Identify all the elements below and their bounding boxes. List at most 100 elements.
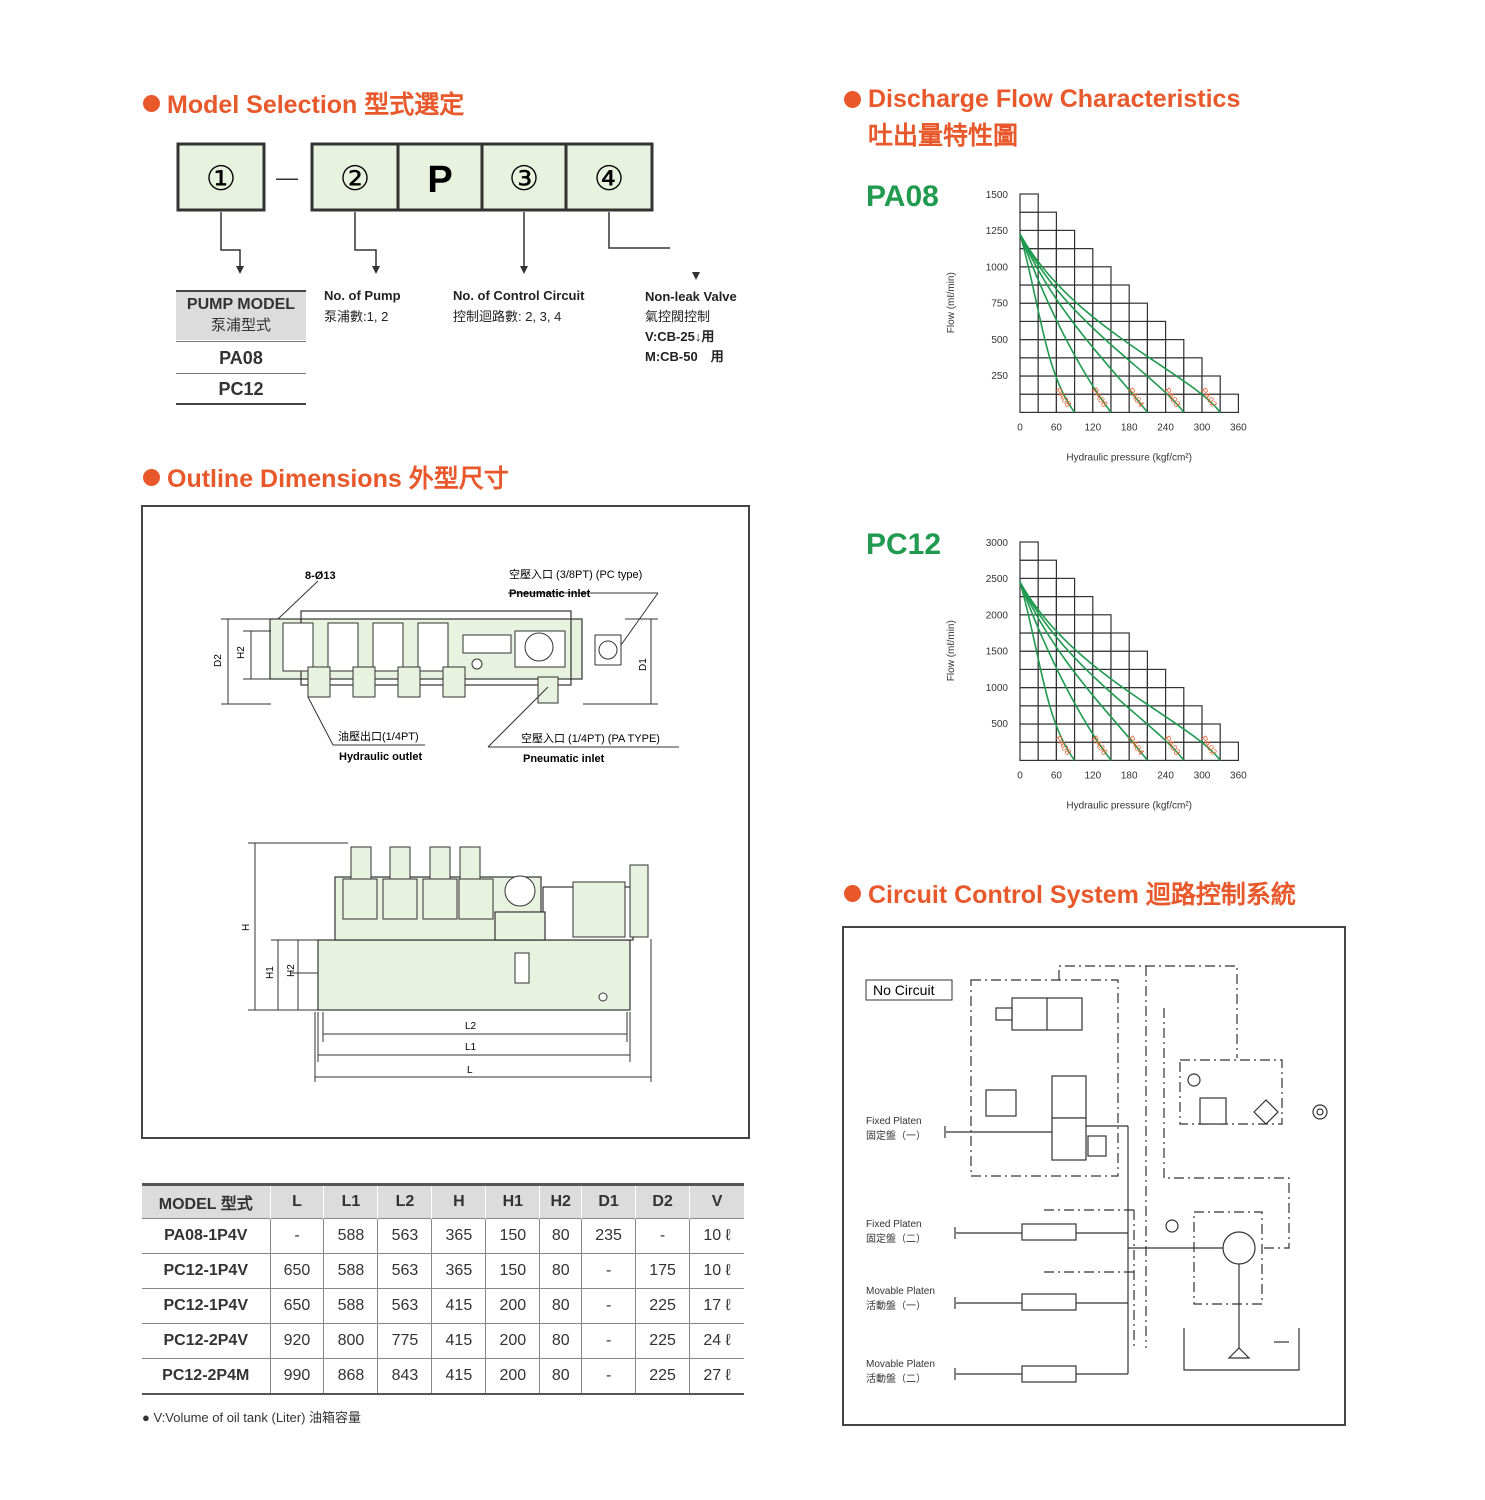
flow-curve bbox=[1019, 233, 1221, 413]
grid-cell bbox=[1055, 247, 1076, 268]
grid-cell bbox=[1092, 705, 1112, 725]
grid-cell bbox=[1128, 320, 1148, 341]
grid-cell bbox=[1055, 705, 1076, 725]
table-cell: - bbox=[269, 1218, 324, 1254]
model-box-4: ④ bbox=[594, 160, 624, 198]
grid-cell bbox=[1055, 577, 1076, 598]
y-tick-label: 1250 bbox=[986, 226, 1009, 237]
table-cell: 365 bbox=[431, 1253, 486, 1289]
x-tick-label: 0 bbox=[1017, 422, 1023, 433]
grid-cell bbox=[1037, 559, 1057, 580]
grid-cell bbox=[1146, 741, 1167, 761]
table-cell: 80 bbox=[539, 1253, 582, 1289]
table-cell: - bbox=[581, 1288, 636, 1324]
table-cell: 365 bbox=[431, 1218, 486, 1254]
grid-cell bbox=[1037, 393, 1057, 413]
grid-cell bbox=[1092, 284, 1112, 304]
table-cell: 563 bbox=[377, 1218, 432, 1254]
table-cell: 563 bbox=[377, 1288, 432, 1324]
grid-cell bbox=[1110, 650, 1130, 670]
grid-cell bbox=[1092, 614, 1112, 634]
grid-cell bbox=[1183, 357, 1203, 377]
table-cell: 80 bbox=[539, 1218, 582, 1254]
grid-cell bbox=[1146, 687, 1167, 707]
grid-cell bbox=[1201, 723, 1221, 743]
no-of-control-circuit: No. of Control Circuit 控制迴路數: 2, 3, 4 bbox=[453, 288, 585, 324]
x-tick-label: 300 bbox=[1194, 770, 1211, 781]
model-selection-title: Model Selection 型式選定 bbox=[143, 85, 464, 121]
x-tick-label: 180 bbox=[1121, 770, 1138, 781]
grid-cell bbox=[1074, 614, 1094, 634]
th-v: V bbox=[689, 1183, 744, 1219]
d1-label: D1 bbox=[638, 658, 649, 671]
grid-cell bbox=[1128, 668, 1148, 689]
table-cell: 10 ℓ bbox=[689, 1218, 744, 1254]
grid-cell bbox=[1110, 741, 1130, 761]
h-label: H bbox=[241, 924, 252, 931]
model-box-1: ① bbox=[206, 160, 236, 198]
model-box-p: P bbox=[427, 159, 452, 201]
grid-cell bbox=[1165, 357, 1185, 377]
grid-cell bbox=[1110, 632, 1130, 652]
grid-cell bbox=[1183, 741, 1203, 761]
h2-top-label: H2 bbox=[236, 646, 247, 659]
h2-front-label: H2 bbox=[286, 964, 297, 977]
y-tick-label: 2000 bbox=[986, 610, 1009, 621]
y-tick-label: 3000 bbox=[986, 538, 1009, 549]
grid-cell bbox=[1219, 741, 1240, 761]
grid-cell bbox=[1037, 650, 1057, 670]
flow-curve bbox=[1019, 233, 1185, 413]
grid-cell bbox=[1092, 632, 1112, 652]
table-cell: PC12-1P4V bbox=[142, 1288, 270, 1324]
grid-cell bbox=[1183, 705, 1203, 725]
table-cell: 17 ℓ bbox=[689, 1288, 744, 1324]
table-cell: 80 bbox=[539, 1323, 582, 1359]
hyd-out-en-label: Hydraulic outlet bbox=[339, 751, 422, 763]
circuit-label-3-zh: 活動盤（一） bbox=[866, 1299, 926, 1312]
flow-curve bbox=[1019, 581, 1185, 761]
grid-cell bbox=[1146, 393, 1167, 413]
table-cell: 175 bbox=[635, 1253, 690, 1289]
table-cell: 80 bbox=[539, 1358, 582, 1395]
discharge-title-zh: 吐出量特性圖 bbox=[868, 122, 1019, 150]
pump-model-pa08: PA08 bbox=[176, 341, 306, 373]
table-cell: 200 bbox=[485, 1288, 540, 1324]
flow-curve bbox=[1019, 581, 1112, 761]
grid-cell bbox=[1128, 650, 1148, 670]
pneu-pc-zh-label: 空壓入口 (3/8PT) (PC type) bbox=[509, 567, 642, 581]
table-cell: 415 bbox=[431, 1358, 486, 1395]
l-label: L bbox=[467, 1065, 473, 1076]
grid-cell bbox=[1019, 193, 1039, 213]
chart-label-pa08: PA08 bbox=[866, 180, 939, 213]
d2-label: D2 bbox=[213, 654, 224, 667]
grid-cell bbox=[1183, 393, 1203, 413]
grid-cell bbox=[1201, 375, 1221, 395]
grid-cell bbox=[1055, 614, 1076, 634]
th-d1: D1 bbox=[581, 1183, 636, 1219]
grid-cell bbox=[1074, 339, 1094, 359]
table-cell: 200 bbox=[485, 1358, 540, 1395]
discharge-title: Discharge Flow Characteristics bbox=[844, 85, 1240, 114]
table-cell: 843 bbox=[377, 1358, 432, 1395]
x-tick-label: 360 bbox=[1230, 422, 1247, 433]
pneu-pa-zh-label: 空壓入口 (1/4PT) (PA TYPE) bbox=[521, 731, 660, 745]
grid-cell bbox=[1110, 705, 1130, 725]
grid-cell bbox=[1074, 741, 1094, 761]
grid-cell bbox=[1019, 668, 1039, 689]
grid-cell bbox=[1019, 723, 1039, 743]
table-cell: - bbox=[581, 1253, 636, 1289]
table-cell: 650 bbox=[269, 1288, 324, 1324]
grid-cell bbox=[1219, 393, 1240, 413]
circuit-label-4-en: Movable Platen bbox=[866, 1359, 935, 1370]
y-tick-label: 500 bbox=[991, 719, 1008, 730]
flow-curve bbox=[1019, 581, 1076, 761]
model-box-2: ② bbox=[340, 160, 370, 198]
grid-cell bbox=[1074, 687, 1094, 707]
grid-cell bbox=[1128, 302, 1148, 322]
